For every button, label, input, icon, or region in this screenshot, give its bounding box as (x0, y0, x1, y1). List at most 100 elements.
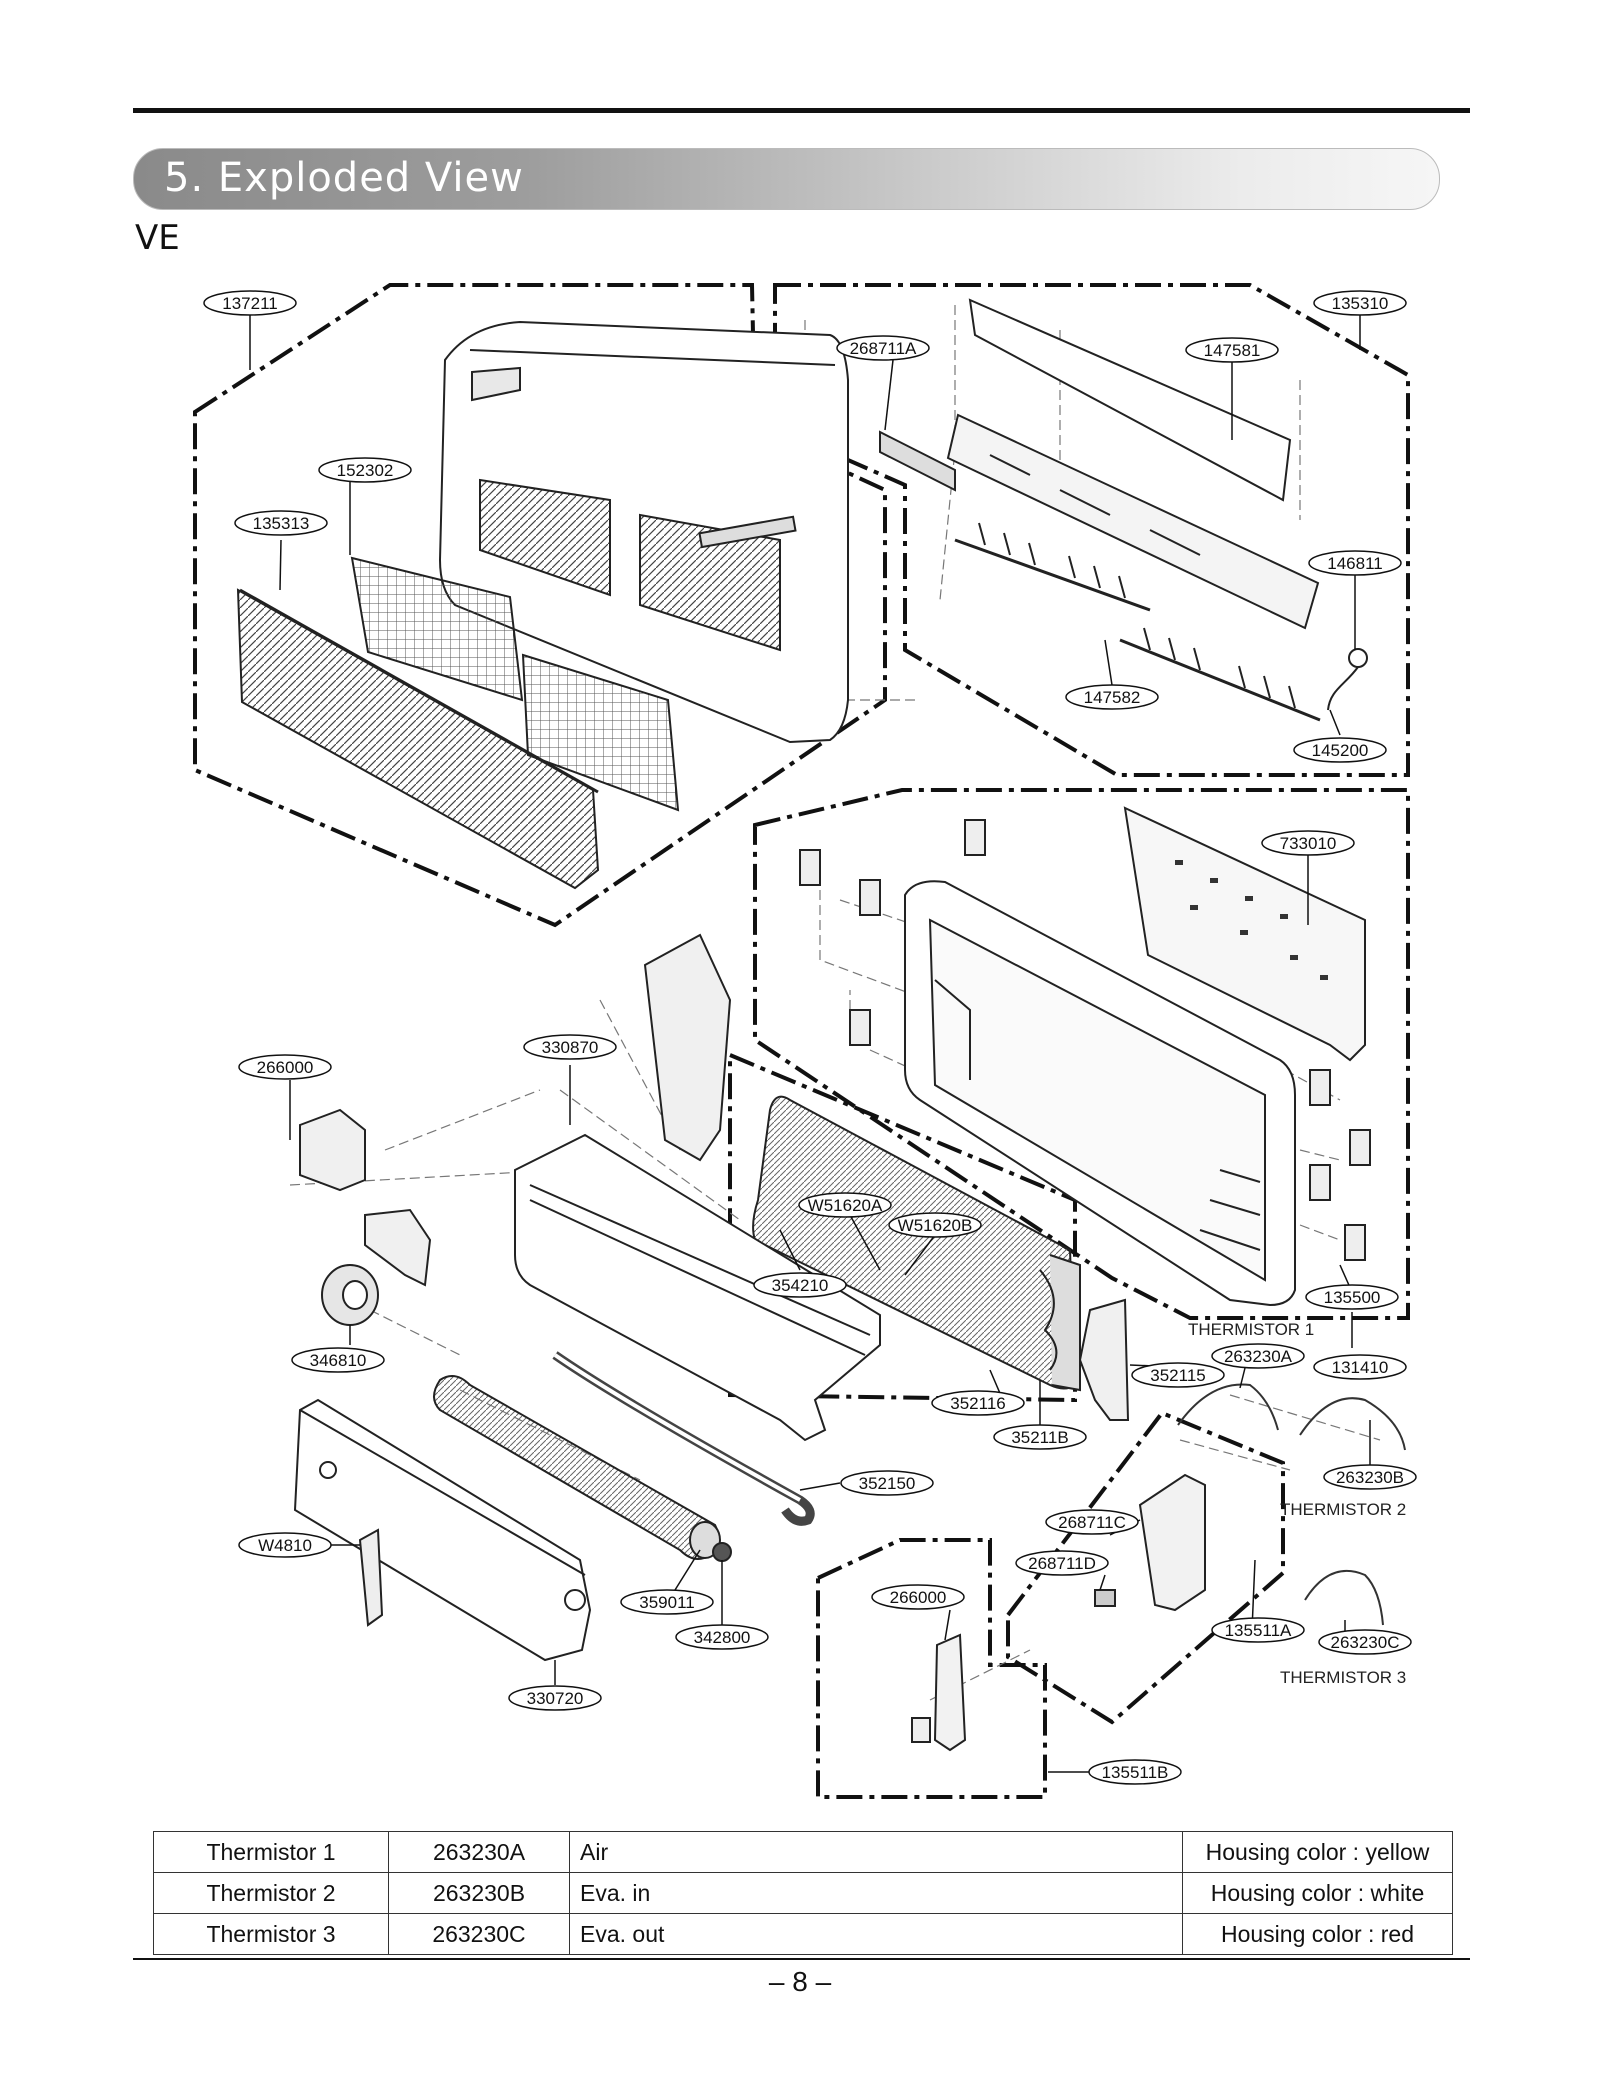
part-label-text: 330870 (542, 1038, 599, 1057)
table-row: Thermistor 2 263230B Eva. in Housing col… (153, 1872, 1453, 1914)
part-label-text: 268711C (1058, 1513, 1126, 1532)
thermistor-annotations: THERMISTOR 1 THERMISTOR 2 THERMISTOR 3 (1188, 1320, 1406, 1687)
part-label-text: 346810 (310, 1351, 367, 1370)
part-label-text: 263230A (1224, 1347, 1293, 1366)
part-label: 268711C (1045, 1509, 1139, 1535)
part-label: 359011 (620, 1589, 714, 1615)
sensor-group (911, 1633, 967, 1752)
part-label: 352116 (931, 1390, 1025, 1416)
side-bracket-right (1078, 1298, 1130, 1421)
part-label-text: 359011 (639, 1593, 694, 1612)
part-label: 342800 (675, 1624, 769, 1650)
part-label: 354210 (753, 1272, 847, 1298)
drain-pan (514, 1133, 881, 1442)
chassis-group (799, 806, 1371, 1307)
cell-name: Thermistor 2 (153, 1872, 389, 1914)
part-label-text: 135511B (1102, 1763, 1169, 1782)
model-code: VE (135, 218, 180, 258)
clip-brackets (799, 819, 1371, 1261)
part-label: 352115 (1131, 1362, 1225, 1388)
step-motor (1348, 648, 1368, 668)
cell-housing: Housing color : yellow (1182, 1831, 1453, 1873)
part-label: 147581 (1185, 337, 1279, 363)
evaporator-group (752, 1095, 1081, 1392)
step-motor-bracket (879, 430, 956, 492)
part-label: 135313 (234, 510, 328, 536)
cell-housing: Housing color : white (1182, 1872, 1453, 1914)
part-label-text: 266000 (257, 1058, 314, 1077)
part-label: 147582 (1065, 684, 1159, 710)
cell-name: Thermistor 3 (153, 1913, 389, 1955)
part-label: 263230B (1323, 1464, 1417, 1490)
part-label-text: 137211 (222, 294, 277, 313)
section-title: 5. Exploded View (164, 155, 524, 201)
part-label-text: 35211B (1011, 1428, 1068, 1447)
vane (968, 298, 1292, 502)
part-label-text: 152302 (337, 461, 394, 480)
part-label-text: 266000 (890, 1588, 947, 1607)
part-label-text: 135500 (1324, 1288, 1381, 1307)
part-label-text: 263230B (1336, 1468, 1404, 1487)
part-label: 135511A (1211, 1617, 1305, 1643)
thermistor-3-wire (1304, 1570, 1384, 1626)
part-label: 268711A (836, 335, 930, 361)
thermistor-1-wire (1177, 1383, 1279, 1431)
part-label-text: 330720 (527, 1689, 584, 1708)
part-label-text: 268711D (1028, 1554, 1096, 1573)
part-label: 145200 (1293, 737, 1387, 763)
side-bracket-left (643, 933, 732, 1162)
thermistor-2-note: THERMISTOR 2 (1280, 1500, 1406, 1519)
cell-name: Thermistor 1 (153, 1831, 389, 1873)
part-label: 330870 (523, 1034, 617, 1060)
part-label: W51620A (798, 1192, 892, 1218)
part-label: W4810 (238, 1532, 332, 1558)
part-label: 135310 (1313, 290, 1407, 316)
back-cabinet (293, 1398, 592, 1662)
cell-location: Eva. out (569, 1913, 1183, 1955)
control-box (1138, 1473, 1206, 1612)
evaporator (752, 1095, 1077, 1390)
part-label: 146811 (1308, 550, 1402, 576)
part-label-text: W51620B (898, 1216, 973, 1235)
thermistor-2-wire (1299, 1397, 1406, 1451)
part-label-text: W4810 (258, 1536, 312, 1555)
thermistor-3-note: THERMISTOR 3 (1280, 1668, 1406, 1687)
part-label: 35211B (993, 1424, 1087, 1450)
cell-housing: Housing color : red (1182, 1913, 1453, 1955)
part-label-text: 263230C (1330, 1633, 1399, 1652)
part-labels: 137211 135310 268711A 147581 152302 1353… (203, 290, 1417, 1785)
table-row: Thermistor 1 263230A Air Housing color :… (153, 1831, 1453, 1873)
part-label-text: 352116 (950, 1394, 1005, 1413)
lower-parts (293, 933, 1130, 1662)
part-label: 135500 (1305, 1284, 1399, 1310)
cell-location: Air (569, 1831, 1183, 1873)
part-label-text: 354210 (772, 1276, 829, 1295)
part-label: 137211 (203, 290, 297, 316)
louver-frame (946, 413, 1320, 630)
part-label: 330720 (508, 1685, 602, 1711)
front-panel-group (236, 320, 849, 890)
part-label: W51620B (888, 1212, 982, 1238)
part-label: 352150 (840, 1470, 934, 1496)
part-label: 268711D (1015, 1550, 1109, 1576)
air-filter-left (350, 556, 524, 702)
page-number: – 8 – (768, 1966, 832, 1997)
part-label-text: 268711A (850, 339, 917, 358)
part-label-text: 147582 (1084, 688, 1141, 707)
cell-code: 263230C (388, 1913, 570, 1955)
louver-blades-lower (1119, 638, 1321, 722)
table-row: Thermistor 3 263230C Eva. out Housing co… (153, 1913, 1453, 1955)
bottom-rule (133, 1958, 1470, 1960)
part-label-text: 147581 (1204, 341, 1261, 360)
part-label: 266000 (871, 1584, 965, 1610)
thermistor-wires (1177, 1383, 1406, 1626)
thermistor-1-note: THERMISTOR 1 (1188, 1320, 1314, 1339)
part-label-text: 135511A (1225, 1621, 1292, 1640)
part-label: 266000 (238, 1054, 332, 1080)
part-label: 346810 (291, 1347, 385, 1373)
cabinet-bracket (358, 1528, 384, 1627)
cell-code: 263230B (388, 1872, 570, 1914)
part-label-text: 146811 (1327, 554, 1382, 573)
part-label: 152302 (318, 457, 412, 483)
